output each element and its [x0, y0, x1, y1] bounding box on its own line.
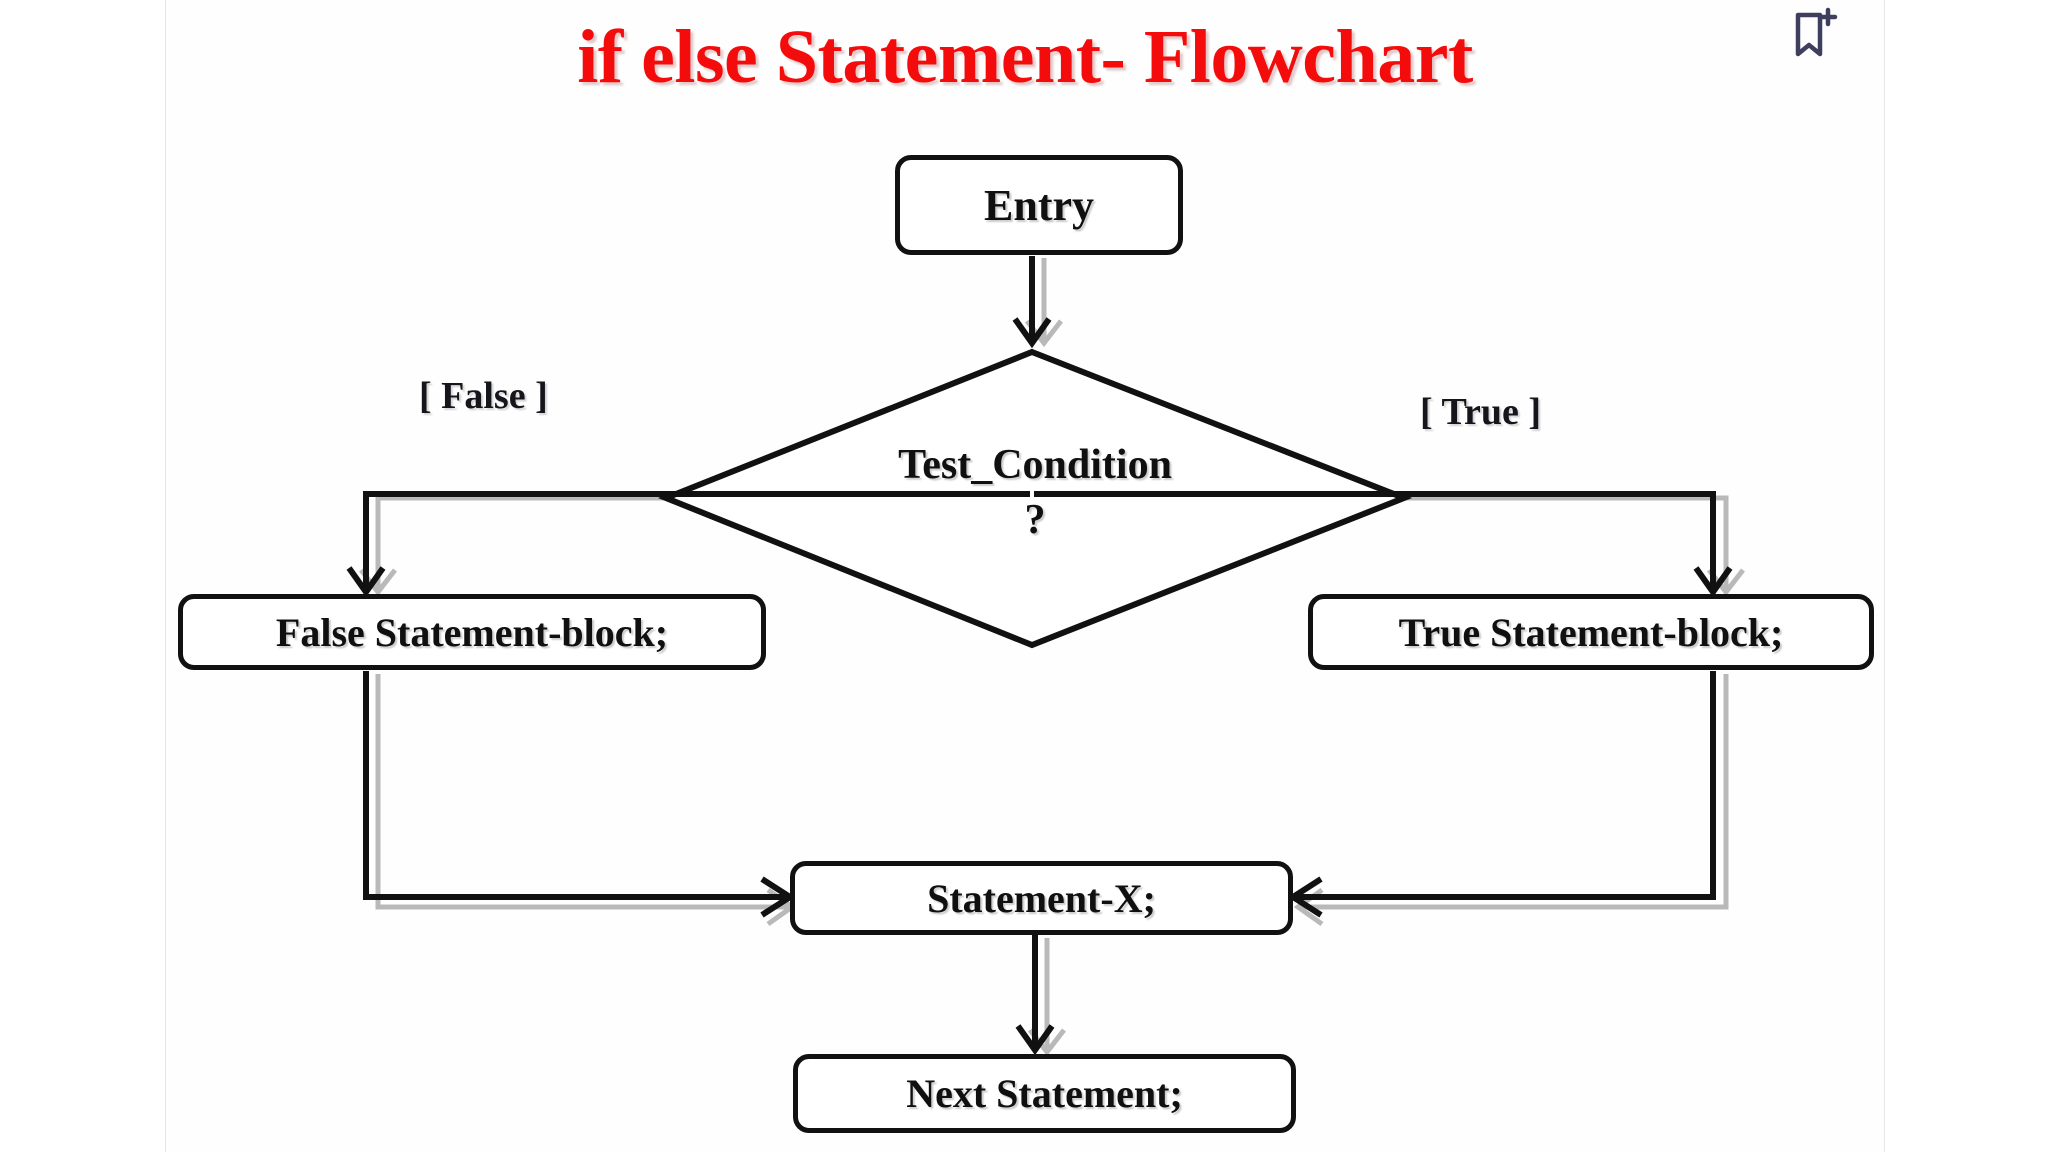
bookmark-add-icon[interactable]	[1790, 6, 1842, 62]
edge-label-false: [ False ]	[419, 375, 548, 417]
edge-label-true: [ True ]	[1420, 391, 1542, 433]
node-statement-x: Statement-X;	[790, 861, 1293, 935]
decision-question-mark: ?	[1024, 497, 1046, 544]
node-next-statement: Next Statement;	[793, 1054, 1296, 1133]
decision-node-label: Test_Condition ?	[785, 440, 1285, 546]
decision-text: Test_Condition	[898, 442, 1172, 488]
node-entry: Entry	[895, 155, 1183, 255]
node-true-statement-block: True Statement-block;	[1308, 594, 1874, 670]
page-title: if else Statement- Flowchart	[577, 15, 1473, 99]
node-false-statement-block: False Statement-block;	[178, 594, 766, 670]
